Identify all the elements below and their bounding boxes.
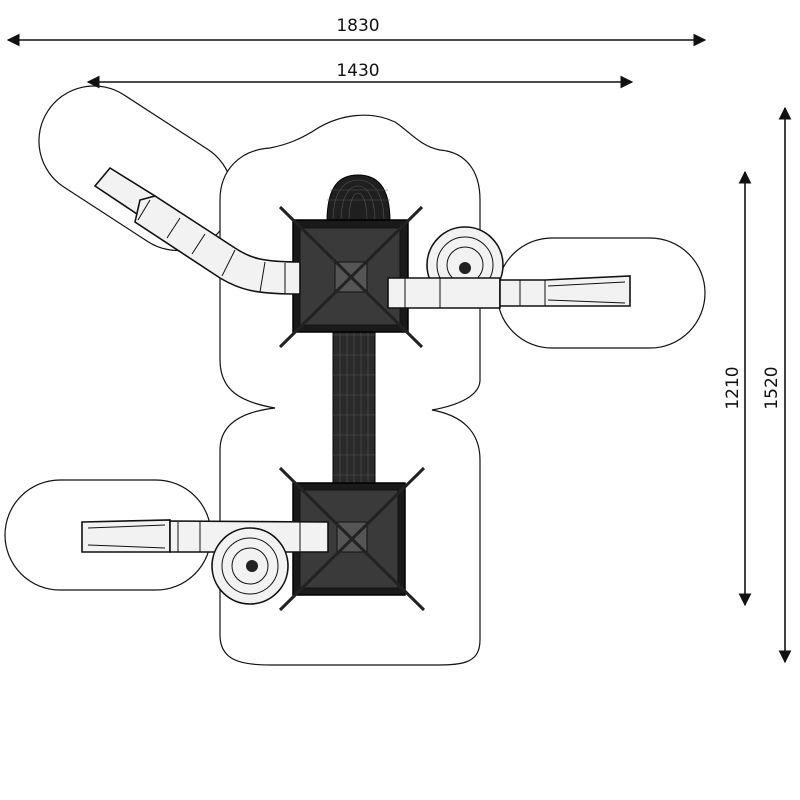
upper-tower	[278, 174, 424, 349]
inner-height-label: 1210	[723, 366, 743, 409]
overall-height-label: 1520	[762, 366, 782, 409]
dimension-lines: 1830 1430 1210 1520	[6, 16, 792, 664]
upper-left-tube-slide	[93, 166, 301, 295]
lower-left-spiral-tube-slide	[81, 519, 329, 605]
climbing-net-bridge	[332, 317, 376, 499]
inner-width-label: 1430	[336, 61, 379, 81]
right-spiral-tube-slide	[387, 226, 631, 309]
overall-width-label: 1830	[336, 16, 379, 36]
